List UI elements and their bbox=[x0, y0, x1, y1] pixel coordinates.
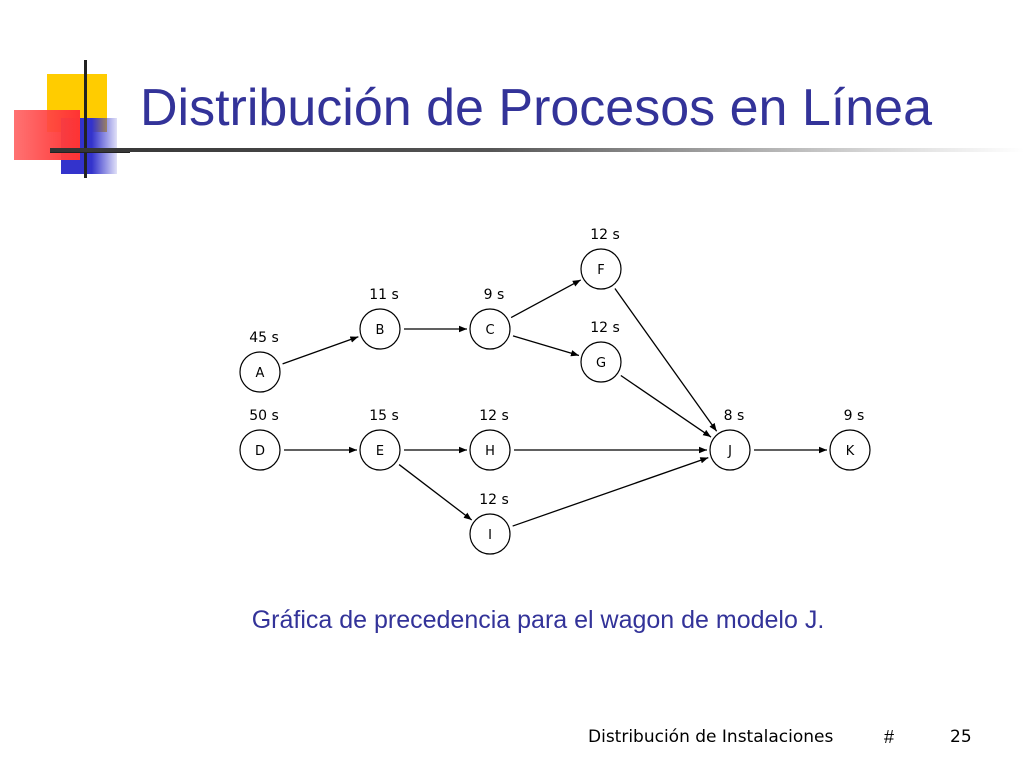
node-label-F: F bbox=[597, 263, 604, 278]
node-label-I: I bbox=[488, 528, 492, 543]
node-B: B 11 s bbox=[359, 287, 401, 350]
node-K: K 9 s bbox=[829, 408, 871, 471]
node-label-H: H bbox=[485, 444, 495, 459]
slide-title: Distribución de Procesos en Línea bbox=[140, 79, 933, 137]
edge-C-G bbox=[512, 335, 580, 357]
node-time-F: 12 s bbox=[590, 227, 620, 243]
node-circle-K bbox=[829, 429, 871, 471]
node-circle-A bbox=[239, 351, 281, 393]
node-J: J 8 s bbox=[709, 408, 751, 471]
page-number: 25 bbox=[950, 727, 972, 747]
node-label-C: C bbox=[485, 323, 494, 338]
node-circle-I bbox=[469, 513, 511, 555]
node-circle-J bbox=[709, 429, 751, 471]
node-label-A: A bbox=[256, 366, 265, 381]
edge-E-I bbox=[398, 464, 473, 521]
node-time-A: 45 s bbox=[249, 330, 279, 346]
edge-A-B bbox=[282, 336, 359, 365]
node-time-I: 12 s bbox=[479, 492, 509, 508]
footer-hash: # bbox=[884, 727, 895, 747]
node-circle-F bbox=[580, 248, 622, 290]
node-circle-G bbox=[580, 341, 622, 383]
node-H: H 12 s bbox=[469, 408, 511, 471]
node-time-B: 11 s bbox=[369, 287, 399, 303]
edge-I-J bbox=[512, 456, 709, 527]
node-F: F 12 s bbox=[580, 227, 622, 290]
node-circle-E bbox=[359, 429, 401, 471]
title-underline bbox=[50, 148, 1024, 152]
node-time-D: 50 s bbox=[249, 408, 279, 424]
node-label-K: K bbox=[846, 444, 855, 459]
node-circle-C bbox=[469, 308, 511, 350]
node-label-G: G bbox=[596, 356, 606, 371]
node-label-E: E bbox=[376, 444, 384, 459]
node-time-E: 15 s bbox=[369, 408, 399, 424]
diagram-caption: Gráfica de precedencia para el wagon de … bbox=[251, 606, 825, 634]
node-E: E 15 s bbox=[359, 408, 401, 471]
edge-F-J bbox=[614, 288, 718, 432]
node-A: A 45 s bbox=[239, 330, 281, 393]
node-label-J: J bbox=[727, 444, 732, 459]
node-label-B: B bbox=[376, 323, 385, 338]
node-circle-B bbox=[359, 308, 401, 350]
node-time-K: 9 s bbox=[844, 408, 865, 424]
node-G: G 12 s bbox=[580, 320, 622, 383]
node-time-H: 12 s bbox=[479, 408, 509, 424]
edge-C-F bbox=[510, 279, 582, 319]
node-circle-H bbox=[469, 429, 511, 471]
node-C: C 9 s bbox=[469, 287, 511, 350]
footer-course-title: Distribución de Instalaciones bbox=[588, 727, 834, 747]
node-time-C: 9 s bbox=[484, 287, 505, 303]
deco-vertical-line bbox=[84, 60, 87, 178]
node-I: I 12 s bbox=[469, 492, 511, 555]
node-label-D: D bbox=[255, 444, 265, 459]
node-time-G: 12 s bbox=[590, 320, 620, 336]
node-time-J: 8 s bbox=[724, 408, 745, 424]
node-D: D 50 s bbox=[239, 408, 281, 471]
node-circle-D bbox=[239, 429, 281, 471]
edge-G-J bbox=[620, 374, 712, 438]
